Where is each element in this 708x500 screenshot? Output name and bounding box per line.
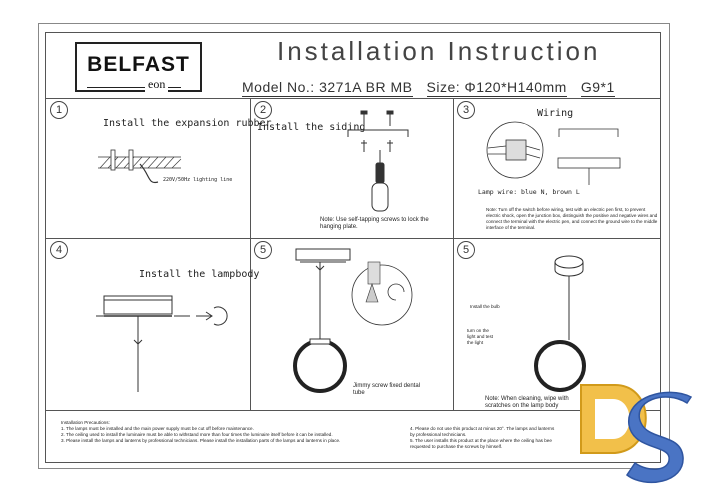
step1-ceiling-illustration bbox=[98, 149, 182, 184]
precaution-item: 5. The user installs this product at the… bbox=[410, 438, 552, 443]
step2-siding-illustration bbox=[347, 110, 409, 212]
precautions-left: Installation Precautions: 1. The lamps m… bbox=[61, 420, 401, 444]
step4-lampbody-illustration bbox=[96, 295, 228, 392]
step5-note: Jimmy screw fixed dental tube bbox=[353, 383, 421, 396]
step2-title: Install the siding bbox=[257, 122, 366, 133]
step-number: 4 bbox=[50, 241, 68, 259]
grid-line-top bbox=[45, 98, 661, 99]
model-number: Model No.: 3271A BR MB bbox=[242, 79, 413, 97]
step3-title: Wiring bbox=[537, 108, 574, 119]
step-number: 1 bbox=[50, 101, 68, 119]
step3-wire-note: Lamp wire: blue N, brown L bbox=[478, 188, 580, 196]
size-spec: Size: Φ120*H140mm bbox=[426, 79, 567, 97]
grid-line-col2 bbox=[453, 98, 454, 410]
step6-side-note-1: Install the bulb bbox=[470, 304, 500, 309]
step6-note: Note: When cleaning, wipe with scratches… bbox=[485, 396, 569, 409]
step6-side-note-2: turn on the light and test the light bbox=[467, 328, 494, 345]
precautions-right: 4. Please do not use this product at min… bbox=[410, 426, 578, 450]
brand-logo: BELFAST eon bbox=[75, 42, 202, 92]
grid-line-col1 bbox=[250, 98, 251, 410]
step4-title: Install the lampbody bbox=[139, 269, 260, 280]
model-line: Model No.: 3271A BR MB Size: Φ120*H140mm G… bbox=[242, 79, 629, 97]
outer-frame bbox=[38, 23, 670, 469]
precautions-heading: Installation Precautions: bbox=[61, 420, 110, 425]
step2-note: Note: Use self-tapping screws to lock th… bbox=[320, 217, 429, 230]
step3-wiring-illustration bbox=[486, 121, 621, 185]
step-number: 5 bbox=[254, 241, 272, 259]
instruction-sheet bbox=[45, 32, 661, 463]
brand-name: BELFAST bbox=[87, 53, 190, 76]
step6-bulb-illustration bbox=[534, 255, 586, 392]
brand-subname: eon bbox=[145, 77, 169, 92]
step-number: 2 bbox=[254, 101, 272, 119]
precaution-item: 4. Please do not use this product at min… bbox=[410, 426, 555, 431]
grid-line-middle bbox=[45, 238, 661, 239]
logo-rule bbox=[87, 87, 181, 88]
step3-detail: Note: Turn off the switch before wiring,… bbox=[486, 207, 658, 230]
step1-title: Install the expansion rubber bbox=[103, 118, 272, 129]
bulb-spec: G9*1 bbox=[580, 79, 615, 97]
precaution-item: 1. The lamps must be installed and the m… bbox=[61, 426, 254, 431]
ds-watermark-logo bbox=[580, 384, 693, 483]
precaution-item: 2. The ceiling used to install the lumin… bbox=[61, 432, 333, 437]
step-number: 3 bbox=[457, 101, 475, 119]
precaution-item: by professional technicians. bbox=[410, 432, 467, 437]
precaution-item: 3. Please install the lamps and lanterns… bbox=[61, 438, 341, 443]
step1-note: 220V/50Hz lighting line bbox=[163, 177, 233, 183]
grid-line-bottom bbox=[45, 410, 661, 411]
page-title: Installation Instruction bbox=[277, 36, 601, 66]
precaution-item: requested to purchase the screws by hims… bbox=[410, 444, 503, 449]
step5-pendant-illustration bbox=[293, 248, 413, 393]
step-number: 5 bbox=[457, 241, 475, 259]
